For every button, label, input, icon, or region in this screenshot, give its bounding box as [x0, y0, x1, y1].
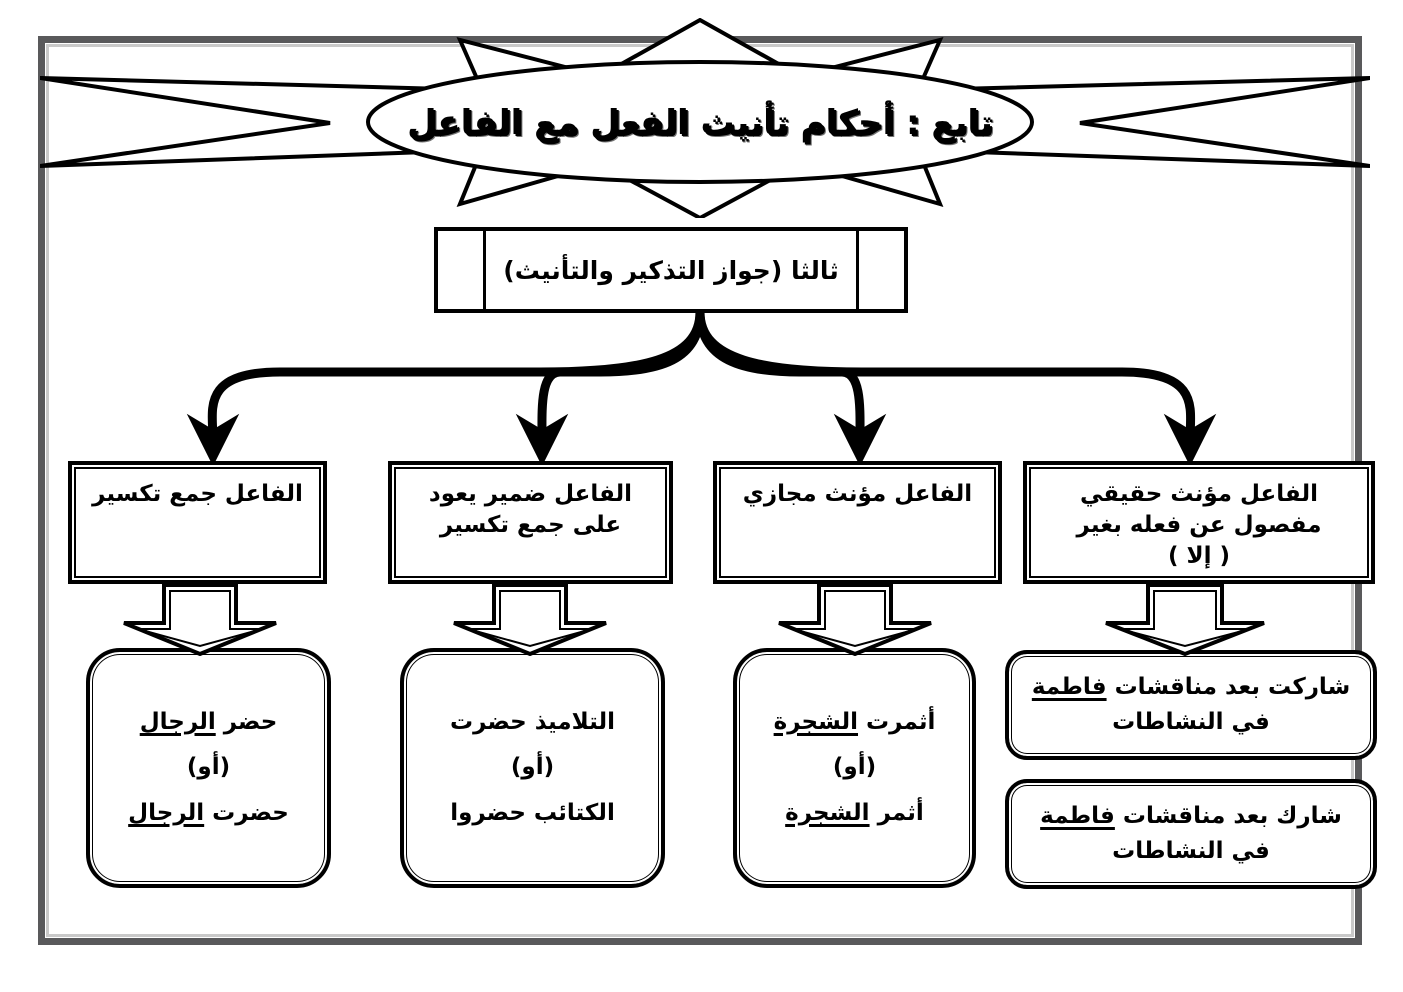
example-text-underlined: الرجال	[139, 708, 216, 735]
example-text-prefix: (أو)	[186, 754, 231, 781]
example-line: حضرت الرجال	[128, 797, 289, 830]
example-text-prefix: في النشاطات	[1112, 709, 1270, 735]
example-line: (أو)	[833, 751, 876, 784]
example-box-4a: شاركت بعد مناقشات فاطمة في النشاطات	[1005, 650, 1377, 760]
example-text-prefix: أثمر	[869, 799, 924, 826]
page-title: تابع : أحكام تأنيث الفعل مع الفاعل	[407, 103, 993, 143]
category-box-1: الفاعل جمع تكسير	[68, 461, 327, 584]
example-line: (أو)	[511, 751, 554, 784]
main-category-label: ثالثا (جواز التذكير والتأنيث)	[503, 255, 839, 285]
category-label-4: الفاعل مؤنث حقيقي مفصول عن فعله بغير ( إ…	[1076, 481, 1322, 570]
example-box-2: التلاميذ حضرت (أو) الكتائب حضروا	[400, 648, 665, 888]
example-line: أثمرت الشجرة	[774, 706, 936, 739]
example-line: حضر الرجال	[140, 706, 278, 739]
example-line: شاركت بعد مناقشات فاطمة	[1032, 671, 1350, 704]
category-box-4: الفاعل مؤنث حقيقي مفصول عن فعله بغير ( إ…	[1023, 461, 1375, 584]
example-box-3: أثمرت الشجرة (أو) أثمر الشجرة	[733, 648, 976, 888]
category-box-3: الفاعل مؤنث مجازي	[713, 461, 1002, 584]
category-label-2: الفاعل ضمير يعود على جمع تكسير	[428, 481, 633, 539]
example-text-underlined: الشجرة	[785, 799, 870, 826]
example-text-prefix: التلاميذ حضرت	[450, 708, 615, 735]
connector-curves	[186, 311, 1217, 467]
example-line: في النشاطات	[1112, 835, 1270, 868]
example-text-prefix: الكتائب حضروا	[450, 799, 615, 826]
block-arrow-1	[123, 583, 277, 656]
example-line: أثمر الشجرة	[785, 797, 924, 830]
category-label-1: الفاعل جمع تكسير	[92, 481, 303, 507]
example-text-prefix: حضر	[215, 708, 278, 735]
example-text-prefix: أثمرت	[858, 708, 936, 735]
block-arrow-3	[778, 583, 932, 656]
example-text-prefix: حضرت	[204, 799, 289, 826]
example-line: الكتائب حضروا	[450, 797, 615, 830]
example-box-4b: شارك بعد مناقشات فاطمة في النشاطات	[1005, 779, 1377, 889]
example-text-prefix: (أو)	[832, 754, 877, 781]
example-text-prefix: (أو)	[510, 754, 555, 781]
category-label-3: الفاعل مؤنث مجازي	[742, 481, 973, 507]
block-arrow-2	[453, 583, 607, 656]
block-arrow-4	[1105, 583, 1265, 656]
plaque-cap-end	[438, 231, 486, 309]
example-text-prefix: شارك بعد مناقشات	[1114, 802, 1342, 829]
example-text-underlined: الرجال	[128, 799, 205, 826]
example-text-prefix: شاركت بعد مناقشات	[1106, 673, 1351, 700]
main-category-box: ثالثا (جواز التذكير والتأنيث)	[434, 227, 908, 313]
example-text-underlined: فاطمة	[1031, 673, 1107, 700]
example-line: شارك بعد مناقشات فاطمة	[1040, 800, 1342, 833]
example-box-1: حضر الرجال (أو) حضرت الرجال	[86, 648, 331, 888]
example-line: التلاميذ حضرت	[450, 706, 615, 739]
title-starburst-shape	[40, 18, 1370, 218]
category-box-2: الفاعل ضمير يعود على جمع تكسير	[388, 461, 673, 584]
plaque-cap-start	[856, 231, 904, 309]
example-text-underlined: فاطمة	[1040, 802, 1115, 829]
example-text-prefix: في النشاطات	[1112, 838, 1270, 864]
example-line: في النشاطات	[1112, 706, 1270, 739]
example-line: (أو)	[187, 751, 230, 784]
example-text-underlined: الشجرة	[773, 708, 859, 735]
